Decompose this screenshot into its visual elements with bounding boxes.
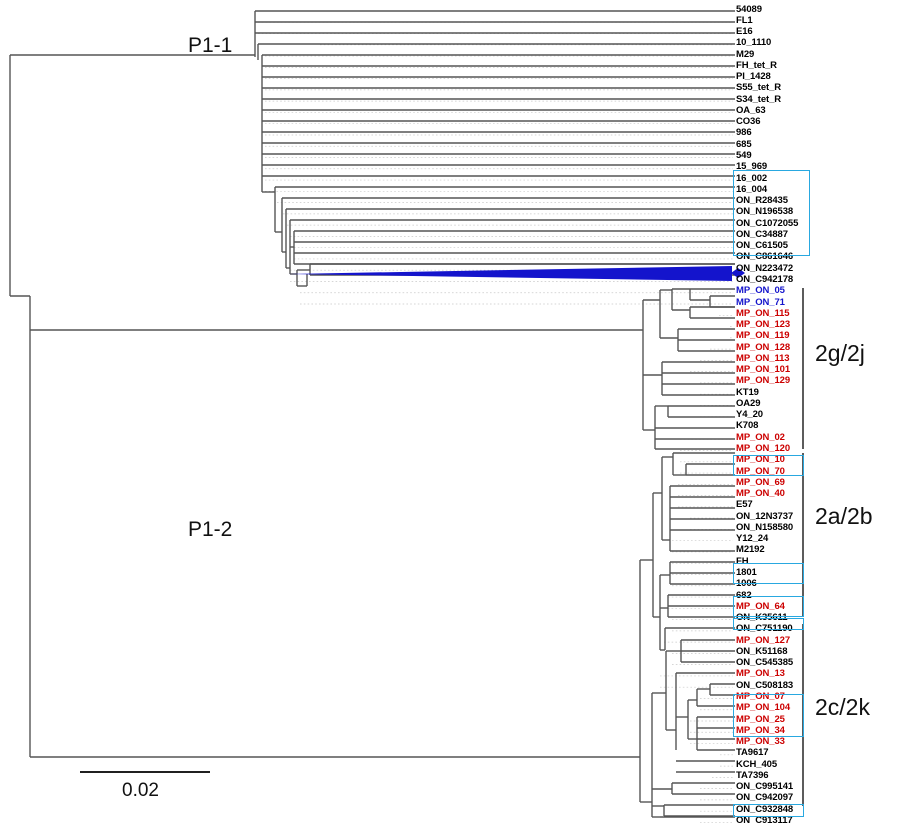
tip-label: ON_C995141 — [736, 781, 794, 793]
tip-label: 549 — [736, 150, 752, 161]
tip-label: MP_ON_127 — [736, 634, 791, 646]
tip-label: 1801 — [736, 567, 757, 578]
group-label: 2g/2j — [815, 340, 865, 366]
tip-label: OA29 — [736, 397, 761, 409]
tip-label: ON_N158580 — [736, 521, 794, 533]
tip-label: MP_ON_113 — [736, 352, 790, 364]
tip-label: MP_ON_71 — [736, 296, 785, 308]
tip-label: MP_ON_119 — [736, 330, 790, 342]
group-label: 2a/2b — [815, 503, 873, 529]
tip-label: ON_C932848 — [736, 803, 794, 815]
tip-label: 10_1110 — [736, 37, 772, 49]
tip-label: Y12_24 — [736, 533, 769, 545]
tip-label: MP_ON_40 — [736, 488, 785, 500]
tip-label: MP_ON_05 — [736, 285, 785, 297]
collapsed-clade-wedge — [288, 266, 745, 281]
tip-label: 986 — [736, 127, 752, 139]
tree-branch-lines — [9, 10, 735, 818]
tip-label: TA9617 — [736, 747, 769, 759]
tip-label: KCH_405 — [736, 758, 778, 770]
tip-label: MP_ON_128 — [736, 341, 791, 353]
clade-label: P1-1 — [188, 34, 233, 57]
tip-label: MP_ON_02 — [736, 431, 785, 443]
tip-label: FL1 — [736, 14, 753, 26]
tip-label: ON_N196538 — [736, 206, 794, 218]
tip-label: 1006 — [736, 578, 757, 590]
tip-connector-lines — [258, 10, 733, 823]
tip-label: ON_C861646 — [736, 251, 794, 263]
tip-label: MP_ON_123 — [736, 319, 791, 331]
tip-label: MP_ON_70 — [736, 465, 785, 477]
tip-label: MP_ON_115 — [736, 307, 790, 319]
tip-label: E16 — [736, 26, 753, 38]
tip-label: FH_tet_R — [736, 59, 777, 71]
tip-label: Y4_20 — [736, 409, 763, 421]
tip-label: MP_ON_33 — [736, 736, 785, 748]
tip-label: TA7396 — [736, 769, 769, 781]
tip-label: MP_ON_13 — [736, 668, 785, 680]
tip-label: S34_tet_R — [736, 93, 782, 105]
tip-label: 685 — [736, 138, 752, 150]
collapsed-clade-triangle — [288, 266, 732, 281]
tip-label: PI_1428 — [736, 71, 771, 83]
tip-label: MP_ON_129 — [736, 375, 791, 387]
tip-label: M2192 — [736, 544, 765, 556]
tip-label: ON_C942097 — [736, 792, 794, 804]
clade-label: P1-2 — [188, 518, 233, 541]
tip-label: 16_004 — [736, 183, 768, 195]
tip-label: MP_ON_120 — [736, 443, 791, 455]
tip-label: ON_C751190 — [736, 623, 793, 635]
tip-label: M29 — [736, 48, 755, 60]
tip-label: MP_ON_104 — [736, 702, 791, 714]
tip-label: MP_ON_10 — [736, 454, 785, 466]
scale-bar-label: 0.02 — [122, 780, 159, 801]
tip-label: ON_N223472 — [736, 262, 794, 274]
tip-label: FH — [736, 555, 749, 567]
tip-label: ON_C913117 — [736, 814, 793, 823]
tip-label: OA_63 — [736, 104, 766, 116]
tip-label: MP_ON_25 — [736, 713, 785, 725]
tip-label: ON_C545385 — [736, 657, 794, 669]
tip-label: ON_C942178 — [736, 273, 794, 285]
tip-label: K708 — [736, 420, 759, 432]
tip-label: E57 — [736, 499, 753, 511]
tip-label: MP_ON_07 — [736, 690, 785, 702]
tip-label: ON_C34887 — [736, 228, 788, 240]
collapsed-clade-diamond-marker — [731, 268, 745, 278]
tip-label: ON_12N3737 — [736, 510, 794, 522]
tip-label: 682 — [736, 589, 752, 601]
tip-label: ON_C1072055 — [736, 217, 799, 229]
tip-label: ON_C61505 — [736, 240, 788, 252]
tip-label: MP_ON_69 — [736, 476, 785, 488]
tip-label: CO36 — [736, 116, 761, 128]
tip-label: ON_K35611 — [736, 612, 788, 624]
tip-label: 16_002 — [736, 172, 768, 184]
group-label: 2c/2k — [815, 694, 870, 720]
tip-label: 54089 — [736, 3, 762, 15]
tip-label: S55_tet_R — [736, 82, 782, 94]
tip-label: KT19 — [736, 386, 759, 398]
tip-label: MP_ON_34 — [736, 724, 785, 736]
tip-label: ON_R28435 — [736, 195, 788, 207]
tip-label: ON_C508183 — [736, 679, 794, 691]
tip-label: MP_ON_101 — [736, 364, 791, 376]
tip-label: 15_969 — [736, 161, 768, 173]
tip-label: ON_K51168 — [736, 645, 788, 657]
tip-label: MP_ON_64 — [736, 600, 785, 612]
